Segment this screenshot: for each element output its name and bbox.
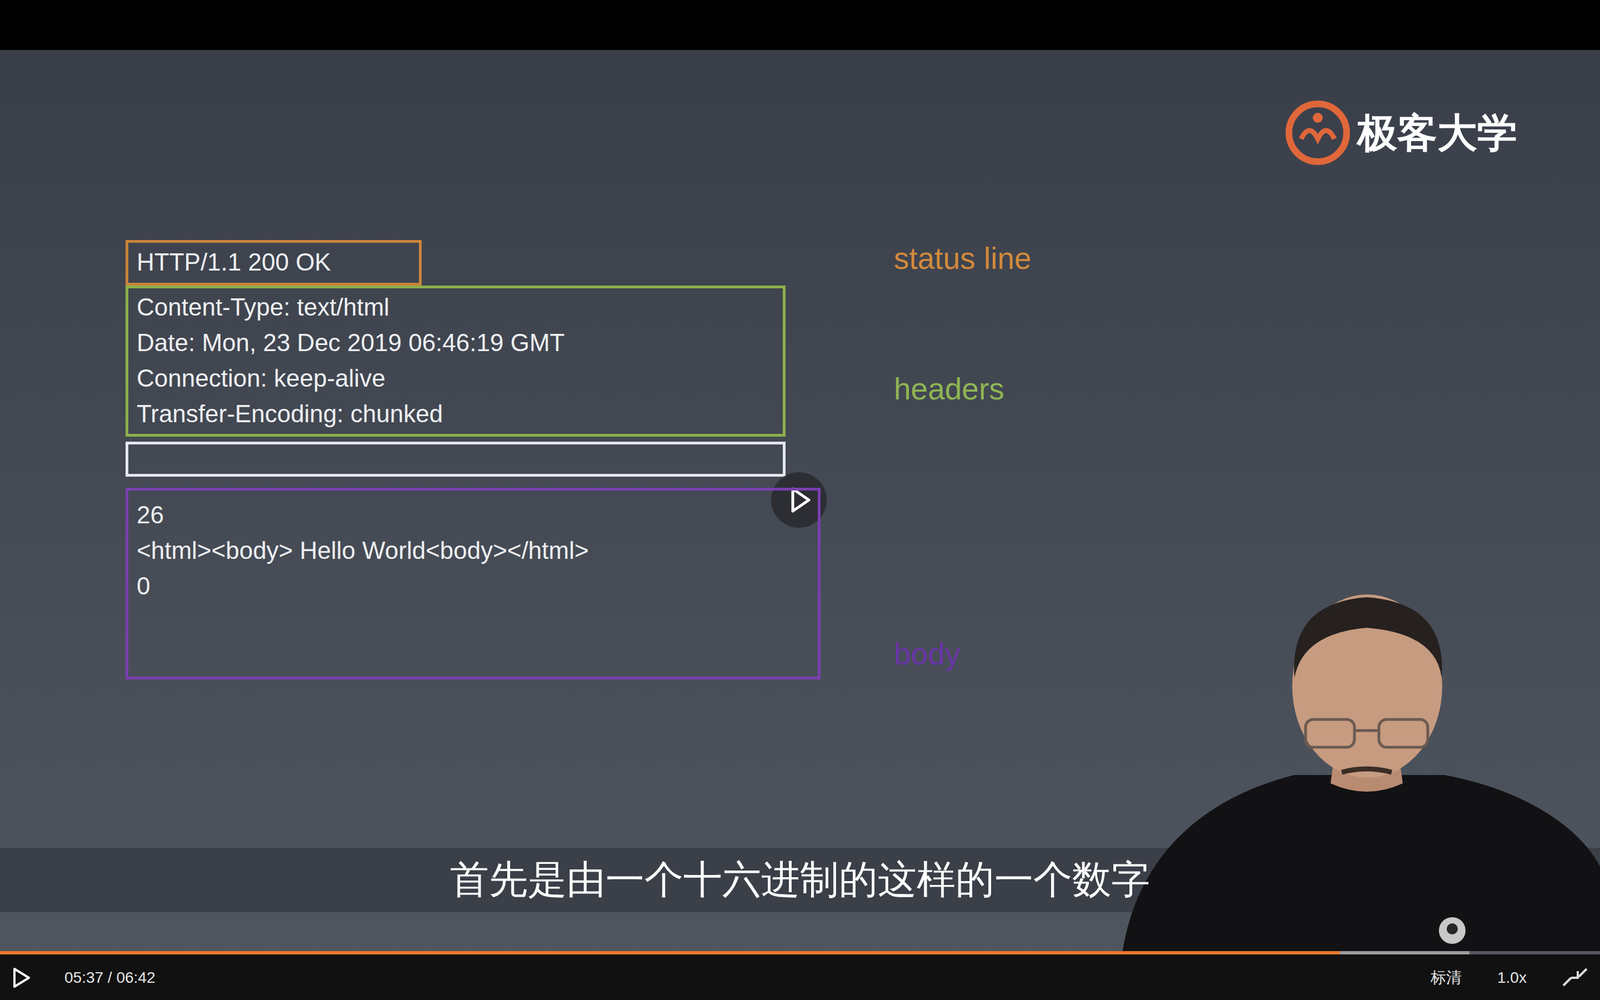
logo-icon <box>1288 103 1347 162</box>
field-text: 0 <box>136 568 150 604</box>
field-box: Content-Type: text/htmlDate: Mon, 23 Dec… <box>125 285 786 437</box>
watermark-icon <box>1438 917 1466 944</box>
section-label: body <box>893 635 960 673</box>
speed-button: 1.0x <box>1497 968 1527 988</box>
blank-line-box <box>127 443 785 476</box>
progress-played <box>0 951 1340 955</box>
field-text: Content-Type: text/html <box>136 289 390 325</box>
field-text: HTTP/1.1 200 OK <box>136 244 332 280</box>
player-bar <box>0 953 1600 1000</box>
progress-track <box>0 951 1600 955</box>
field-text: Connection: keep-alive <box>136 360 386 397</box>
quality-button: 标清 <box>1430 968 1462 988</box>
top-bar <box>0 0 1600 50</box>
presenter-figure <box>1122 594 1600 954</box>
field-text: 26 <box>136 497 164 533</box>
subtitle-text: 首先是由一个十六进制的这样的一个数字 <box>0 856 1600 903</box>
field-text: Date: Mon, 23 Dec 2019 06:46:19 GMT <box>136 325 565 361</box>
section-label: headers <box>893 370 1005 408</box>
field-box: HTTP/1.1 200 OK <box>125 240 422 286</box>
section-label: status line <box>893 240 1032 277</box>
time-display: 05:37 / 06:42 <box>64 968 155 988</box>
field-box: 26<html><body> Hello World<body></html>0 <box>125 487 821 680</box>
progress-buffered <box>0 951 1470 955</box>
field-text: Transfer-Encoding: chunked <box>136 396 443 432</box>
exit-fullscreen-icon <box>1563 968 1587 986</box>
slide-background <box>0 50 1600 954</box>
play-icon <box>14 968 29 987</box>
field-text: <html><body> Hello World<body></html> <box>136 532 589 569</box>
logo-text: 极客大学 <box>1357 108 1518 157</box>
